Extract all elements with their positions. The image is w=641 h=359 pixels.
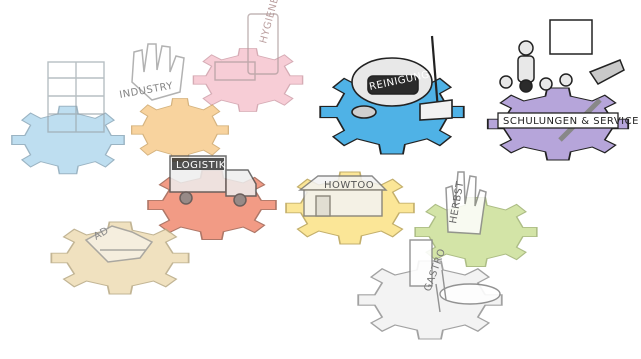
label-howtoo: HOWTOO	[324, 180, 374, 191]
gear-blue-shelf-shape	[12, 106, 124, 174]
gear-orange-shape	[132, 99, 229, 162]
service-banner: SCHULUNGEN & SERVICE	[498, 113, 639, 128]
gear-orange-industry[interactable]	[132, 99, 229, 162]
label-schulungen: SCHULUNGEN & SERVICE	[503, 116, 639, 127]
gear-blue-shelf[interactable]	[12, 106, 124, 174]
label-logistik: LOGISTIK	[176, 160, 226, 171]
